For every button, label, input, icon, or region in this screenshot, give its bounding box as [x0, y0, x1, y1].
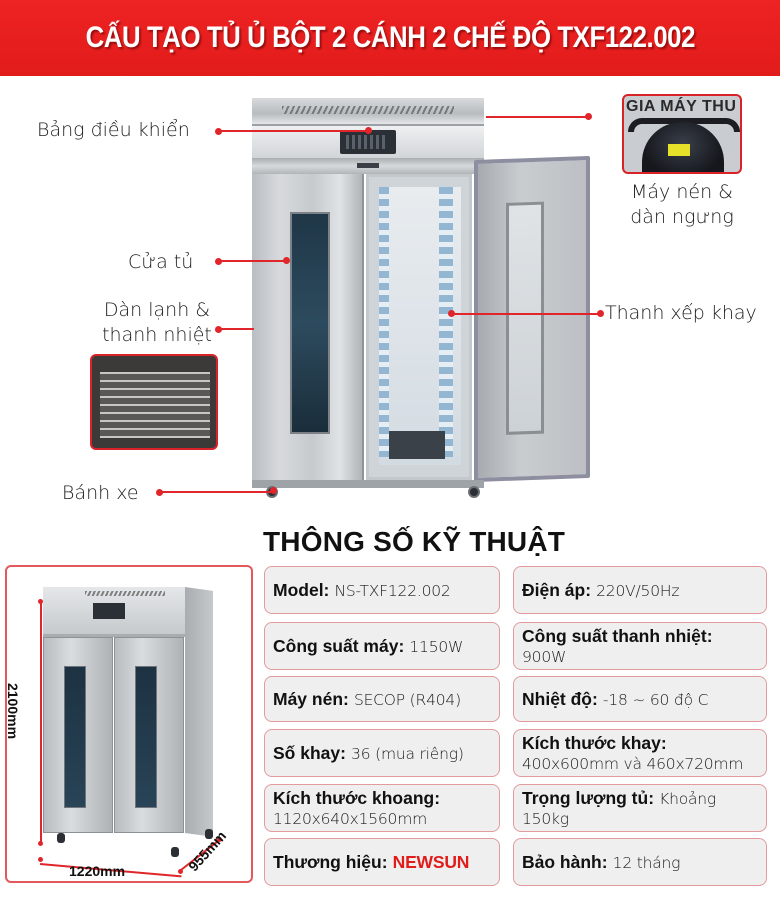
spec-weight: Trọng lượng tủ: Khoảng 150kg [513, 784, 767, 832]
spec-temperature: Nhiệt độ: -18 ~ 60 độ C [513, 676, 767, 722]
width-dimension: 1220mm [69, 863, 126, 879]
callout-line [218, 328, 254, 330]
page-title: CẤU TẠO TỦ Ủ BỘT 2 CÁNH 2 CHẾ ĐỘ TXF122.… [85, 21, 695, 54]
spec-heater-power: Công suất thanh nhiệt:900W [513, 622, 767, 670]
cabinet-dimensions-image: 2100mm 1220mm 955mm [5, 565, 253, 883]
tray-rail-right [439, 187, 453, 457]
spec-power: Công suất máy: 1150W [264, 622, 500, 670]
spec-model: Model: NS-TXF122.002 [264, 566, 500, 614]
callout-dot [365, 127, 372, 134]
spec-tray-size: Kích thước khay:400x600mm và 460x720mm [513, 729, 767, 777]
wheel [205, 829, 213, 839]
callout-evaporator: Dàn lạnh & thanh nhiệt [102, 299, 212, 346]
height-dimension-line [40, 601, 42, 845]
wheel [57, 833, 65, 843]
callout-dot [585, 113, 592, 120]
callout-line [452, 313, 600, 315]
spec-brand: Thương hiệu: NEWSUN [264, 838, 500, 886]
wheel [171, 847, 179, 857]
header-banner: CẤU TẠO TỦ Ủ BỘT 2 CÁNH 2 CHẾ ĐỘ TXF122.… [0, 0, 780, 76]
cabinet-right-door-open [474, 155, 590, 483]
specs-heading: THÔNG SỐ KỸ THUẬT [263, 526, 566, 557]
door-window [506, 201, 544, 435]
brand-name: NEWSUN [392, 851, 470, 872]
cabinet-door [43, 637, 113, 833]
callout-compressor: Máy nén & dàn ngưng [630, 181, 734, 228]
callout-door: Cửa tủ [128, 251, 194, 273]
callout-wheels: Bánh xe [62, 482, 139, 504]
evaporator-photo [90, 354, 218, 450]
callout-line [486, 116, 588, 118]
height-dimension: 2100mm [5, 682, 22, 740]
callout-tray-rails: Thanh xếp khay [605, 302, 757, 324]
callout-dot [597, 310, 604, 317]
spec-warranty: Bảo hành: 12 tháng [513, 838, 767, 886]
cabinet-open-image [252, 98, 602, 503]
brand-badge [357, 163, 379, 168]
tray-rail-left [379, 187, 389, 457]
evaporator-coils [100, 372, 210, 438]
cabinet-door [114, 637, 184, 833]
door-window [290, 212, 330, 434]
callout-line [218, 260, 288, 262]
cabinet-top-vent [252, 98, 484, 126]
spec-voltage: Điện áp: 220V/50Hz [513, 566, 767, 614]
spec-chamber-size: Kích thước khoang:1120x640x1560mm [264, 784, 500, 832]
wheel [468, 486, 480, 498]
control-display [340, 130, 396, 154]
cabinet-closed-image [43, 587, 213, 857]
callout-dot [270, 487, 277, 494]
cabinet-left-door [252, 174, 364, 480]
callout-dot [448, 310, 455, 317]
control-display [93, 603, 125, 619]
callout-control-panel: Bảng điều khiển [37, 119, 190, 141]
callout-line [218, 130, 368, 132]
spec-tray-count: Số khay: 36 (mua riêng) [264, 729, 500, 777]
callout-dot [283, 257, 290, 264]
spec-compressor: Máy nén: SECOP (R404) [264, 676, 500, 722]
callout-line [159, 491, 275, 493]
compressor-photo: GIA MÁY THU [622, 94, 742, 174]
compressor-photo-caption: GIA MÁY THU [626, 98, 737, 115]
cabinet-interior [366, 174, 472, 480]
